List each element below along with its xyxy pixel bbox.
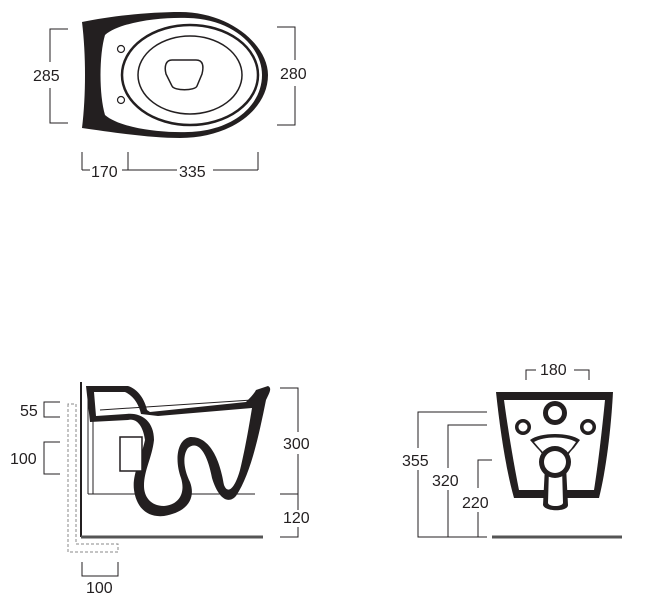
dim-top-depth: 285 <box>33 68 60 85</box>
side-view-pan-interior <box>94 392 252 506</box>
side-view-frame-dashed <box>67 403 119 553</box>
dim-side-top-offset: 55 <box>20 403 38 420</box>
side-view: 55 100 300 120 100 <box>10 382 310 597</box>
top-view: 285 280 170 335 <box>33 12 307 181</box>
rear-view-hole-right <box>583 422 593 432</box>
dim-side-height: 300 <box>283 436 310 453</box>
dim-top-length: 335 <box>179 164 206 181</box>
dim-rear-height-inner: 220 <box>462 495 489 512</box>
side-view-spigot <box>119 436 143 472</box>
rear-view: 180 355 320 220 <box>402 362 622 539</box>
top-view-hole-top <box>116 44 126 54</box>
dim-side-floor: 120 <box>283 510 310 527</box>
top-view-rim <box>120 23 260 127</box>
top-view-bowl-inner <box>137 35 243 115</box>
dim-rear-height-outer: 355 <box>402 453 429 470</box>
dim-side-base: 100 <box>86 580 113 597</box>
dim-top-width: 280 <box>280 66 307 83</box>
top-view-hole-bottom <box>116 95 126 105</box>
rear-view-hole-left <box>518 422 528 432</box>
dim-side-bracket: 100 <box>10 451 37 468</box>
rear-view-main-outlet <box>544 451 566 473</box>
dim-rear-height-mid: 320 <box>432 473 459 490</box>
dim-top-rear: 170 <box>91 164 118 181</box>
dim-rear-width: 180 <box>540 362 567 379</box>
rear-view-top-outlet <box>548 406 562 420</box>
top-view-outlet <box>164 59 204 91</box>
